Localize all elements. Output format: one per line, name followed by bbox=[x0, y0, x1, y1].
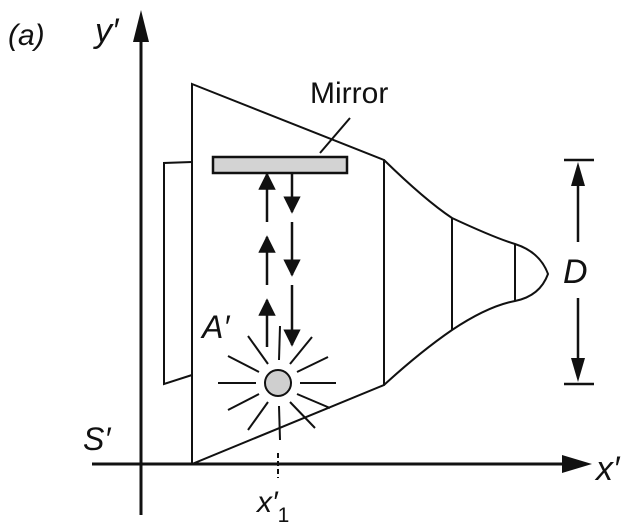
dimension-d bbox=[564, 158, 594, 386]
sunburst-lamp-icon bbox=[218, 325, 336, 441]
dimension-arrow-down bbox=[571, 358, 585, 382]
dimension-arrow-up bbox=[571, 162, 585, 186]
spaceship bbox=[163, 82, 550, 466]
mirror-label: Mirror bbox=[310, 77, 388, 110]
x-axis-arrowhead bbox=[562, 455, 592, 473]
dimension-label: D bbox=[563, 253, 588, 291]
spaceship-nose bbox=[383, 159, 550, 386]
mirror-leader-line bbox=[319, 117, 351, 154]
source-label: A′ bbox=[200, 309, 230, 345]
light-bulb bbox=[264, 369, 292, 397]
spaceship-body bbox=[191, 82, 385, 466]
up-down-arrows-icon bbox=[258, 172, 301, 347]
light-rays bbox=[218, 325, 336, 441]
x1-tick-label: x′1 bbox=[255, 486, 289, 527]
x-axis-label: x′ bbox=[594, 450, 621, 488]
mirror bbox=[211, 155, 349, 175]
panel-label: (a) bbox=[8, 19, 45, 52]
y-axis-arrowhead bbox=[133, 10, 149, 42]
spaceship-fin bbox=[163, 161, 193, 386]
origin-label: S′ bbox=[83, 421, 111, 457]
y-axis-label: y′ bbox=[93, 12, 120, 50]
